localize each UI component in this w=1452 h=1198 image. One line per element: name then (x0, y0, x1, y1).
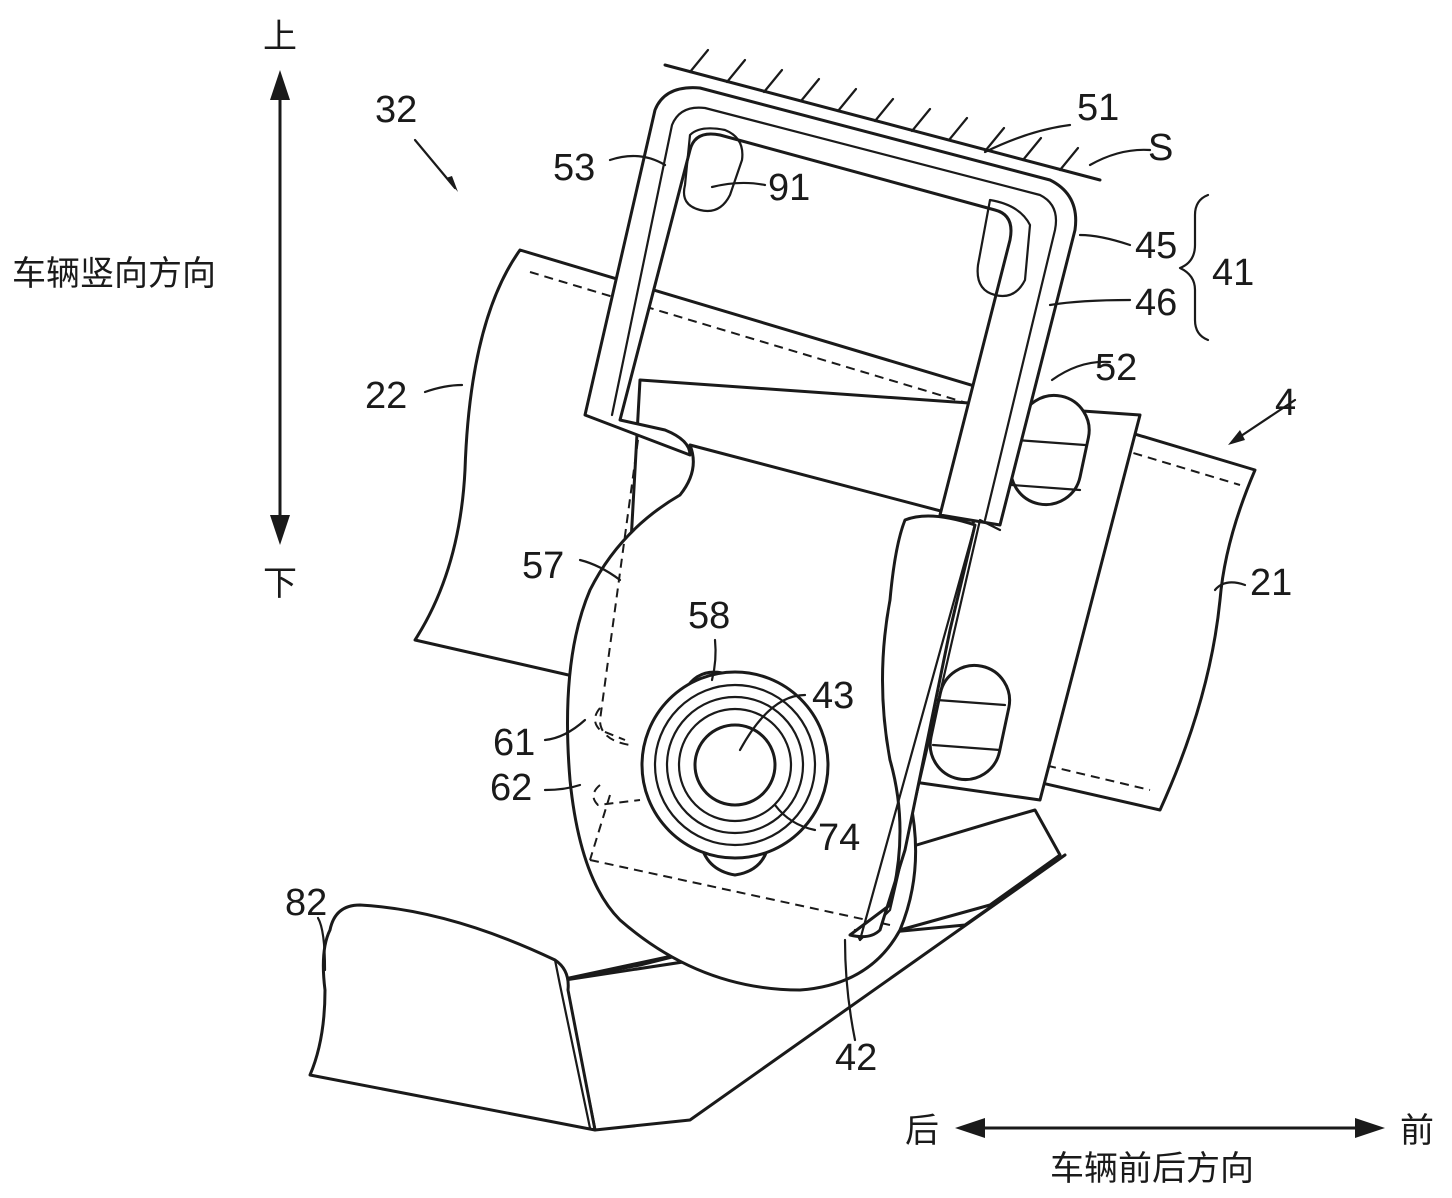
member-82 (308, 903, 597, 1132)
label-62: 62 (490, 767, 532, 809)
label-32: 32 (375, 89, 417, 131)
direction-captions: 上 下 车辆竖向方向 后 前 车辆前后方向 (12, 17, 1434, 1189)
label-21: 21 (1250, 562, 1292, 604)
label-41: 41 (1212, 252, 1254, 294)
label-42: 42 (835, 1037, 877, 1079)
label-58: 58 (688, 595, 730, 637)
horizontal-direction-arrow (955, 1118, 1385, 1138)
rear-label: 后 (905, 1111, 939, 1151)
label-82: 82 (285, 882, 327, 924)
pivot-assembly (592, 670, 830, 877)
label-74: 74 (818, 817, 860, 859)
label-22: 22 (365, 375, 407, 417)
horizontal-caption: 车辆前后方向 (1050, 1149, 1254, 1189)
label-51: 51 (1077, 87, 1119, 129)
label-45: 45 (1135, 225, 1177, 267)
ground-surface (663, 48, 1102, 182)
reference-numerals: 32 51 S 53 91 45 41 46 52 22 4 57 21 58 … (285, 87, 1296, 1079)
label-4: 4 (1275, 382, 1296, 424)
label-46: 46 (1135, 282, 1177, 324)
leader-lines (316, 123, 1297, 1042)
label-61: 61 (493, 722, 535, 764)
front-label: 前 (1400, 1111, 1434, 1151)
label-91: 91 (768, 167, 810, 209)
label-S: S (1148, 127, 1173, 169)
vertical-direction-arrow (270, 70, 290, 545)
label-43: 43 (812, 675, 854, 717)
vertical-caption: 车辆竖向方向 (12, 254, 216, 294)
label-57: 57 (522, 545, 564, 587)
label-52: 52 (1095, 347, 1137, 389)
down-label: 下 (263, 564, 297, 604)
u-bracket-41 (583, 86, 1078, 942)
up-label: 上 (263, 17, 297, 57)
label-53: 53 (553, 147, 595, 189)
